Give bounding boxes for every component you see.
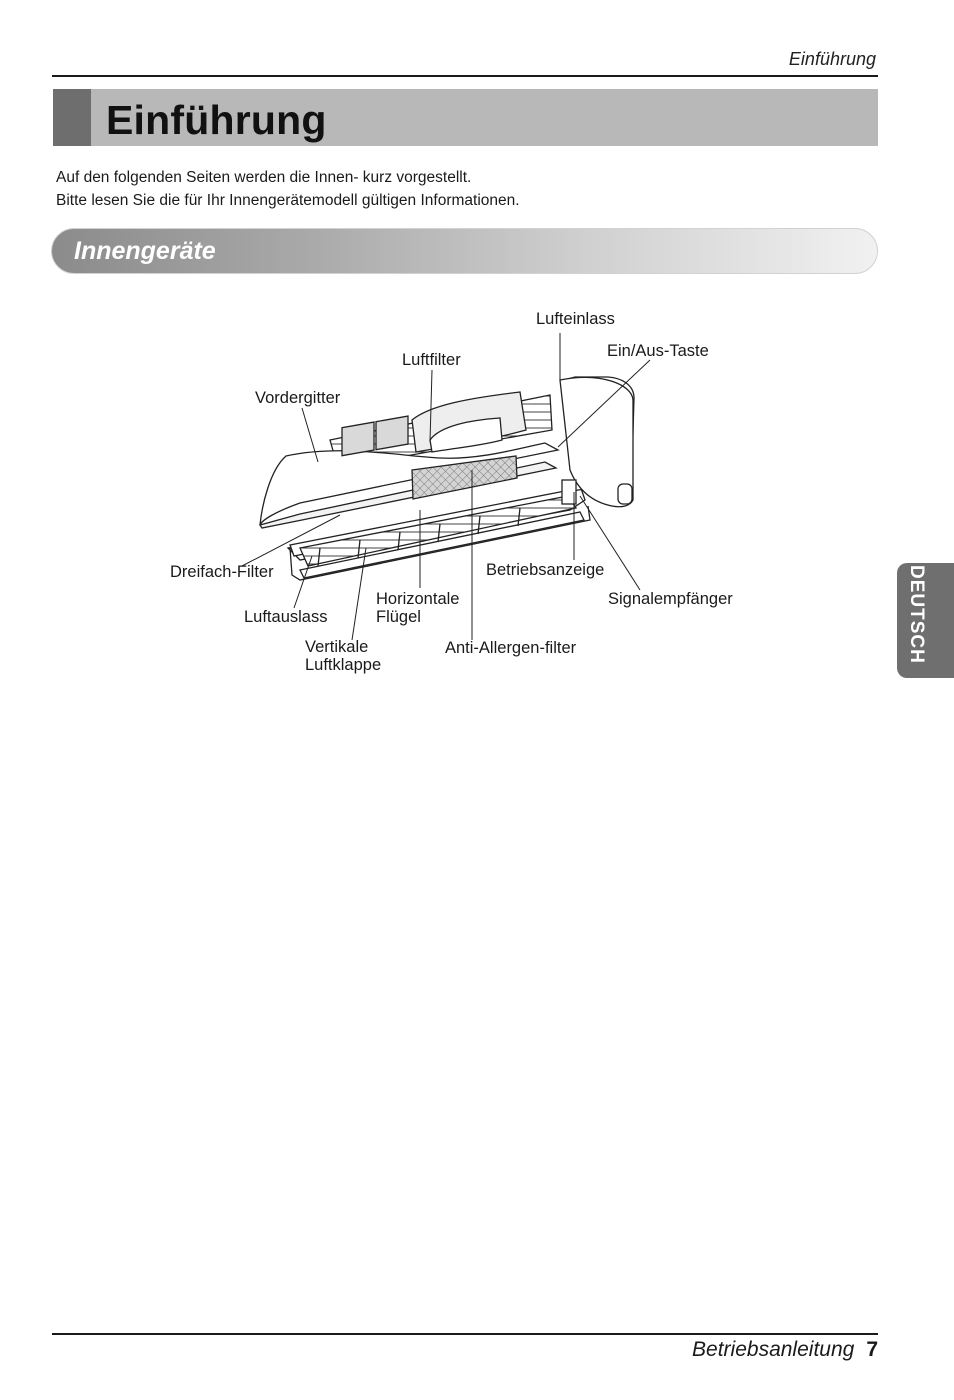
language-tab-label: DEUTSCH bbox=[906, 565, 927, 664]
label-vertikale-1: Vertikale bbox=[305, 638, 369, 656]
unit-drawing bbox=[258, 376, 635, 581]
label-betriebsanzeige: Betriebsanzeige bbox=[486, 561, 605, 579]
intro-text: Auf den folgenden Seiten werden die Inne… bbox=[56, 166, 520, 212]
label-ein-aus-taste: Ein/Aus-Taste bbox=[607, 342, 709, 360]
leader-luftfilter bbox=[429, 369, 433, 443]
intro-line-1: Auf den folgenden Seiten werden die Inne… bbox=[56, 169, 472, 186]
vertical-vane-1 bbox=[317, 547, 321, 567]
right-end-recess bbox=[617, 483, 633, 505]
air-outlet bbox=[299, 495, 578, 567]
section-title: Innengeräte bbox=[74, 237, 216, 265]
label-vertikale-2: Luftklappe bbox=[305, 656, 382, 674]
page-number: 7 bbox=[866, 1338, 878, 1361]
leader-lines bbox=[241, 333, 651, 641]
language-tab: DEUTSCH bbox=[897, 563, 954, 678]
triple-filter-2 bbox=[375, 415, 409, 451]
unit-right-end bbox=[559, 376, 634, 508]
label-luftauslass: Luftauslass bbox=[244, 608, 328, 626]
label-signalempfaenger: Signalempfänger bbox=[608, 590, 733, 608]
leader-vordergitter bbox=[301, 407, 319, 463]
label-horizontale-2: Flügel bbox=[376, 608, 421, 626]
running-head: Einführung bbox=[788, 49, 876, 69]
title-accent-block bbox=[53, 89, 91, 146]
leader-luftauslass bbox=[293, 555, 313, 609]
anti-allergen-filter bbox=[411, 455, 518, 500]
vertical-vane-2 bbox=[357, 539, 361, 559]
vertical-vane-5 bbox=[477, 515, 481, 535]
triple-filter-1 bbox=[341, 421, 375, 457]
label-luftfilter: Luftfilter bbox=[402, 351, 461, 369]
horizontal-vane bbox=[299, 511, 585, 579]
unit-bottom bbox=[289, 505, 591, 581]
label-horizontale-1: Horizontale bbox=[376, 590, 460, 608]
indoor-unit-diagram bbox=[241, 333, 651, 641]
label-anti-allergen: Anti-Allergen-filter bbox=[445, 639, 577, 657]
leader-dreifach bbox=[241, 514, 341, 567]
vertical-vane-3 bbox=[397, 531, 401, 551]
leader-signalempfaenger bbox=[579, 495, 641, 591]
page-title: Einführung bbox=[106, 97, 327, 143]
bottom-rule bbox=[52, 1333, 878, 1335]
title-bar: Einführung bbox=[53, 89, 878, 146]
vertical-vane-6 bbox=[517, 507, 521, 527]
label-vordergitter: Vordergitter bbox=[255, 389, 341, 407]
page-footer: Betriebsanleitung 7 bbox=[692, 1338, 878, 1362]
label-lufteinlass: Lufteinlass bbox=[536, 310, 615, 328]
fan-area bbox=[429, 417, 503, 453]
leader-vertikale bbox=[351, 547, 367, 641]
leader-ein-aus bbox=[557, 359, 651, 448]
section-bar: Innengeräte bbox=[51, 228, 878, 274]
vertical-vane-4 bbox=[437, 523, 441, 543]
control-panel bbox=[561, 479, 577, 505]
label-dreifach-filter: Dreifach-Filter bbox=[170, 563, 274, 581]
intro-line-2: Bitte lesen Sie die für Ihr Innengerätem… bbox=[56, 192, 520, 209]
top-rule bbox=[52, 75, 878, 77]
footer-label: Betriebsanleitung bbox=[692, 1338, 855, 1361]
